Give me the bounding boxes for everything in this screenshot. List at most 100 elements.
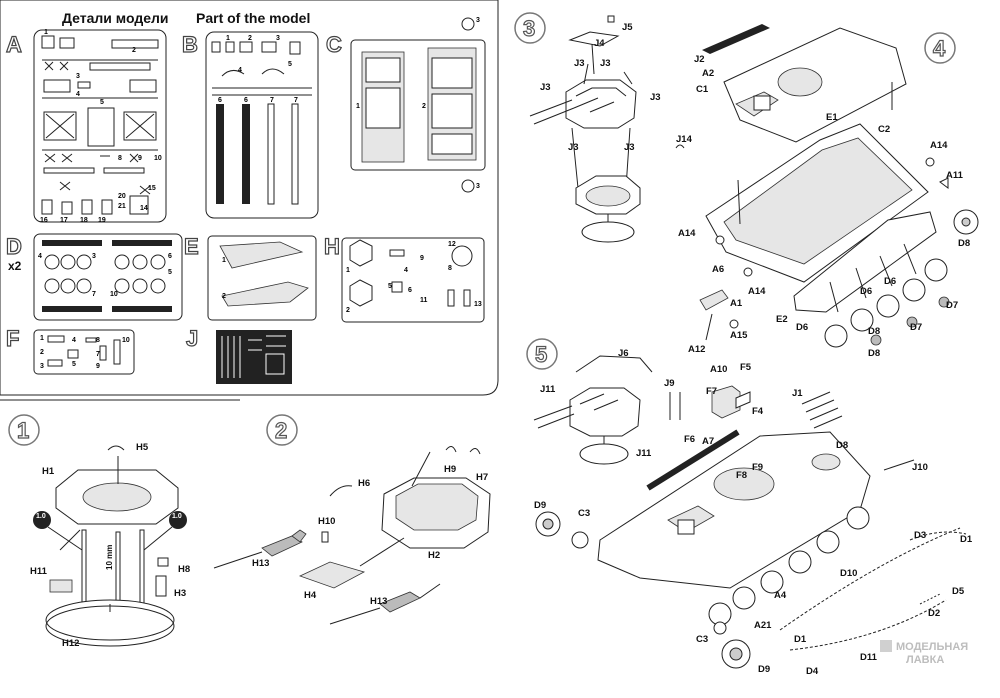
step-3-number: 3	[523, 16, 535, 41]
label-d8: D8	[836, 440, 848, 451]
sprue-letter-b: B	[182, 32, 198, 57]
svg-text:5: 5	[72, 361, 76, 368]
sprue-d-multiplier: x2	[8, 259, 22, 273]
svg-text:3: 3	[476, 17, 480, 24]
label-h13-upper: H13	[252, 558, 269, 569]
sprue-letter-h: H	[324, 234, 340, 259]
svg-text:2: 2	[248, 35, 252, 42]
label-a14-a: A14	[930, 140, 948, 151]
label-j3-d: J3	[650, 92, 661, 103]
label-h11: H11	[30, 566, 48, 577]
label-f9: F9	[752, 462, 763, 473]
label-h6: H6	[358, 478, 370, 489]
sprue-letter-f: F	[6, 326, 19, 351]
sprue-letter-c: C	[326, 32, 342, 57]
sprue-letter-e: E	[184, 234, 199, 259]
label-h9: H9	[444, 464, 456, 475]
svg-text:7: 7	[270, 97, 274, 104]
label-a15: A15	[730, 330, 748, 341]
svg-text:5: 5	[168, 269, 172, 276]
dimension-10mm: 10 mm	[105, 545, 114, 570]
svg-text:17: 17	[60, 217, 68, 224]
svg-text:5: 5	[388, 283, 392, 290]
step-4-badge	[924, 32, 956, 64]
svg-text:20: 20	[118, 193, 126, 200]
sprue-c	[350, 17, 486, 193]
title-ru: Детали модели	[62, 10, 169, 26]
svg-text:3: 3	[76, 73, 80, 80]
svg-text:1: 1	[40, 335, 44, 342]
drill-marker-left: 1.0	[36, 513, 46, 520]
label-a2: A2	[702, 68, 714, 79]
svg-text:14: 14	[140, 205, 148, 212]
drill-marker-right: 1.0	[172, 513, 182, 520]
step-5-badge	[526, 338, 558, 370]
svg-text:6: 6	[168, 253, 172, 260]
label-a14-c: A14	[748, 286, 766, 297]
svg-text:15: 15	[148, 185, 156, 192]
step-1: 1	[0, 399, 240, 647]
svg-text:4: 4	[238, 67, 242, 74]
label-j3-a: J3	[574, 58, 585, 69]
sprue-letter-j: J	[186, 326, 198, 351]
label-f4: F4	[752, 406, 764, 417]
label-a12: A12	[688, 344, 705, 355]
svg-text:4: 4	[72, 337, 76, 344]
svg-text:2: 2	[422, 103, 426, 110]
sprue-f	[33, 329, 135, 375]
label-e1: E1	[826, 112, 838, 123]
label-j9: J9	[664, 378, 675, 389]
label-h2: H2	[428, 550, 440, 561]
label-f8: F8	[736, 470, 747, 481]
svg-text:19: 19	[98, 217, 106, 224]
photo-etch-j	[216, 330, 292, 384]
step-3	[514, 12, 641, 243]
label-d10: D10	[840, 568, 857, 579]
label-a10: A10	[710, 364, 727, 375]
label-h1: H1	[42, 466, 55, 477]
sprue-b	[205, 31, 319, 219]
svg-text:8: 8	[118, 155, 122, 162]
svg-text:11: 11	[420, 297, 428, 304]
step-4-number: 4	[933, 36, 946, 61]
label-c3-a: C3	[578, 508, 590, 519]
svg-text:8: 8	[448, 265, 452, 272]
svg-text:3: 3	[276, 35, 280, 42]
label-h7: H7	[476, 472, 488, 483]
label-j14: J14	[676, 134, 693, 145]
watermark-line1: МОДЕЛЬНАЯ	[896, 641, 968, 653]
label-j4: J4	[594, 38, 605, 49]
step-4	[675, 24, 979, 348]
sprue-a-numbers: 1 2 3 4 5 8 9 10 16 17 18 19 20 21 14 15	[40, 29, 162, 224]
watermark-line2: ЛАВКА	[906, 654, 944, 666]
label-a6: A6	[712, 264, 724, 275]
svg-text:2: 2	[346, 307, 350, 314]
svg-text:10: 10	[154, 155, 162, 162]
label-h12: H12	[62, 638, 79, 649]
svg-text:4: 4	[76, 91, 80, 98]
label-a21: A21	[754, 620, 772, 631]
label-h13-lower: H13	[370, 596, 387, 607]
svg-text:18: 18	[80, 217, 88, 224]
label-d1-b: D1	[794, 634, 807, 645]
parts-panel	[0, 0, 499, 396]
sprue-c-numbers: 3 1 2 3	[356, 17, 480, 190]
label-j11-b: J11	[636, 448, 652, 459]
step-2-number: 2	[275, 418, 287, 443]
label-h5: H5	[136, 442, 149, 453]
svg-text:9: 9	[96, 363, 100, 370]
label-d4: D4	[806, 666, 819, 677]
sprue-e	[207, 235, 317, 321]
svg-text:7: 7	[96, 351, 100, 358]
svg-text:10: 10	[122, 337, 130, 344]
step-1-badge	[8, 414, 40, 446]
svg-text:2: 2	[40, 349, 44, 356]
svg-text:1: 1	[356, 103, 360, 110]
svg-text:5: 5	[288, 61, 292, 68]
label-d8-a: D8	[958, 238, 970, 249]
svg-text:6: 6	[244, 97, 248, 104]
label-c1: C1	[696, 84, 709, 95]
svg-text:7: 7	[294, 97, 298, 104]
svg-text:6: 6	[218, 97, 222, 104]
